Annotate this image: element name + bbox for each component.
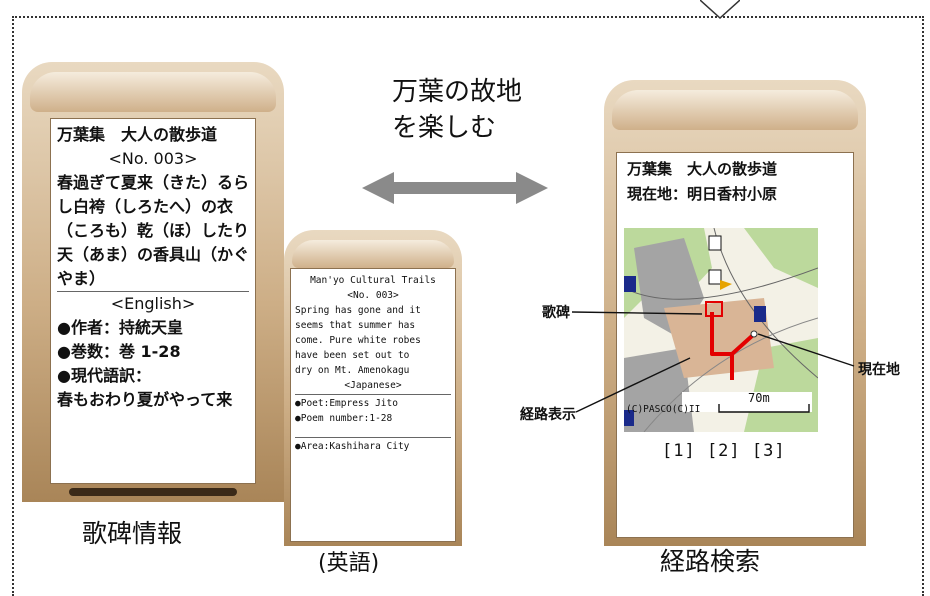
poem-line: 春過ぎて夏来（きた）るら: [57, 173, 250, 192]
detail-line: ●現代語訳：: [57, 366, 151, 385]
detail-line: ●Poem number:1-28: [295, 413, 393, 424]
poem-line: やま）: [57, 269, 106, 288]
callout-lines: [571, 311, 855, 413]
poem-line: Spring has gone and it: [295, 305, 421, 316]
headline-line: を楽しむ: [392, 113, 497, 143]
headline: 万葉の故地 を楽しむ: [392, 74, 522, 146]
area-line: ●Area:Kashihara City: [295, 441, 410, 452]
callout-current-label: 現在地: [858, 362, 900, 378]
dotted-frame: [12, 16, 924, 596]
map-scale-label: 70m: [748, 391, 770, 405]
map-scale-bar: [718, 404, 810, 413]
caption-english: (英語): [318, 551, 380, 576]
map-copyright: (C)PASCO(C)II: [626, 404, 701, 415]
screen-title: 万葉集 大人の散歩道: [57, 125, 218, 144]
callout-monument-label: 歌碑: [542, 305, 570, 321]
english-screen: Man'yo Cultural Trails <No. 003> Spring …: [290, 268, 456, 542]
screen-title: 万葉集 大人の散歩道: [627, 160, 778, 178]
poem-info-screen: 万葉集 大人の散歩道 <No. 003> 春過ぎて夏来（きた）るら し白袴（しろ…: [50, 118, 256, 484]
divider: [295, 394, 451, 395]
poem-number: <No. 003>: [108, 149, 198, 168]
poem-line: come. Pure white robes: [295, 335, 421, 346]
divider: [295, 437, 451, 438]
caption-route-search: 経路検索: [660, 547, 761, 576]
poem-line: seems that summer has: [295, 320, 416, 331]
phone-left: 万葉集 大人の散歩道 <No. 003> 春過ぎて夏来（きた）るら し白袴（しろ…: [22, 62, 284, 502]
poem-number: <No. 003>: [347, 290, 399, 301]
double-arrow-icon: [362, 172, 548, 204]
divider: [57, 291, 249, 292]
detail-line: ●巻数：巻 1-28: [57, 342, 181, 361]
poem-line: have been set out to: [295, 350, 410, 361]
english-link[interactable]: <English>: [110, 294, 196, 313]
poem-line: （ころも）乾（ほ）したり: [57, 221, 250, 240]
poem-line: dry on Mt. Amenokagu: [295, 365, 410, 376]
screen-title: Man'yo Cultural Trails: [310, 275, 436, 286]
poem-line: し白袴（しろたへ）の衣: [57, 197, 234, 216]
frame-notch-icon: [700, 0, 740, 20]
detail-line: ●作者：持統天皇: [57, 318, 183, 337]
headline-line: 万葉の故地: [392, 77, 523, 107]
caption-poem-info: 歌碑情報: [82, 519, 183, 548]
phone-middle: Man'yo Cultural Trails <No. 003> Spring …: [284, 230, 462, 546]
current-location: 現在地：明日香村小原: [627, 185, 778, 203]
detail-line: ●Poet:Empress Jito: [295, 398, 398, 409]
page-selector[interactable]: [1] [2] [3]: [662, 441, 786, 461]
callout-route-label: 経路表示: [520, 407, 576, 423]
japanese-link[interactable]: <Japanese>: [344, 380, 402, 391]
detail-line: 春もおわり夏がやって来: [57, 390, 233, 409]
poem-line: 天（あま）の香具山（かぐ: [57, 245, 250, 264]
